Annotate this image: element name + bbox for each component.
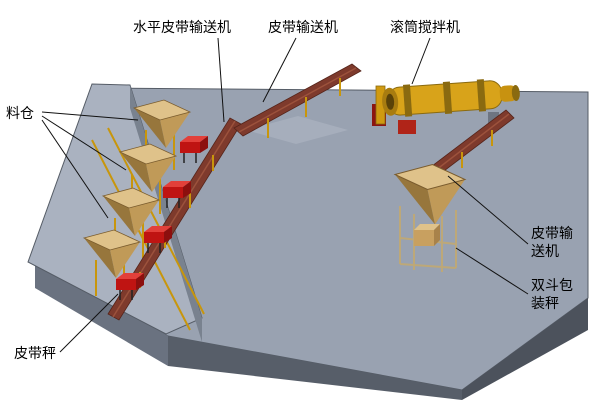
label-drum-mixer: 滚筒搅拌机 [390, 19, 460, 35]
label-double-hopper-packing-scale: 双斗包装秤 [531, 277, 573, 312]
packing-box [414, 224, 440, 230]
mixer-red-block [398, 120, 416, 134]
label-belt-conveyor-upper: 皮带输送机 [268, 19, 338, 35]
leader-horizontal-conveyor [217, 37, 225, 123]
leader-lines [41, 37, 529, 353]
leader-belt-scale [59, 293, 119, 353]
double-hopper-packing-scale [394, 164, 466, 272]
leader-packing-scale [455, 247, 529, 295]
floor-panel [246, 116, 348, 144]
leader-silo-2 [41, 115, 127, 171]
leader-silo-1 [41, 111, 139, 121]
drum-mixer [372, 79, 520, 134]
leader-upper-conveyor [262, 37, 297, 103]
label-belt-conveyor-right: 皮带输送机 [531, 225, 573, 260]
label-belt-scale: 皮带秤 [14, 345, 56, 361]
leader-silo-3 [41, 119, 109, 219]
label-horizontal-belt-conveyor: 水平皮带输送机 [133, 19, 231, 35]
belt-conveyor-upper [233, 63, 362, 138]
label-silo: 料仓 [6, 105, 34, 121]
leader-drum-mixer [411, 37, 431, 85]
leader-right-conveyor [447, 175, 529, 245]
